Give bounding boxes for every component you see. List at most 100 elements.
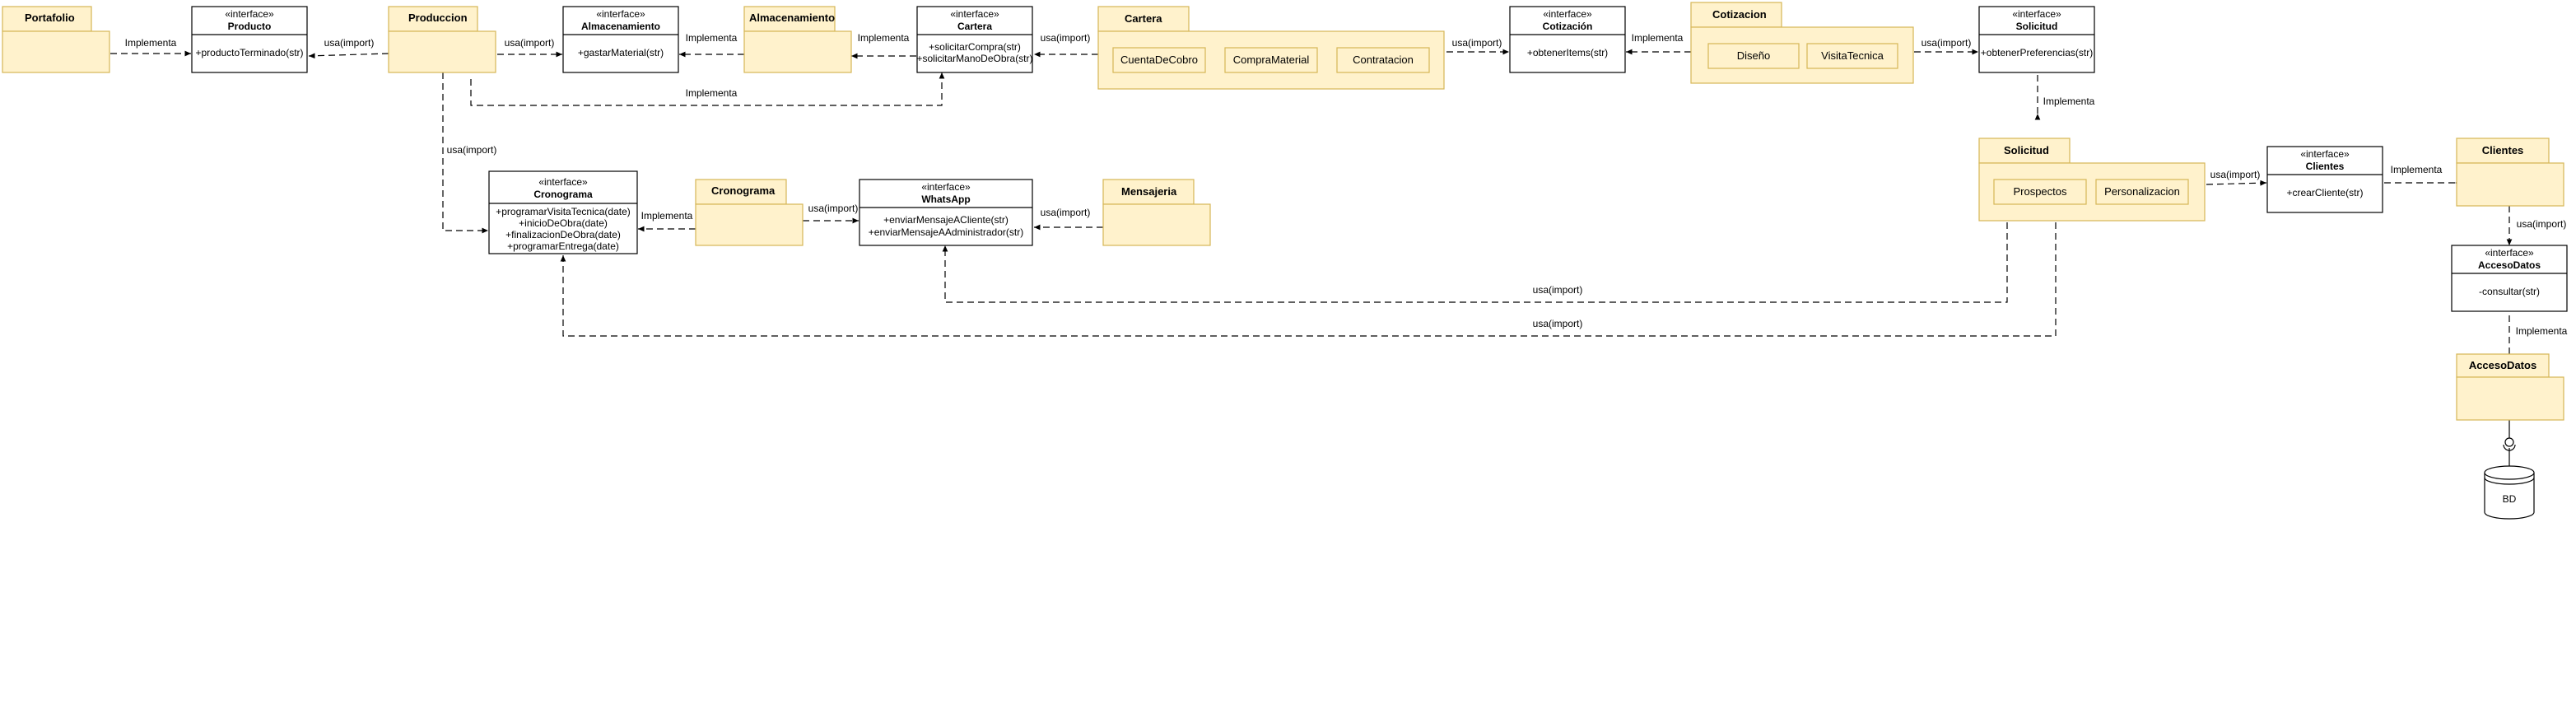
database-cylinder[interactable]: BD [2484, 465, 2535, 520]
interface-method: +programarVisitaTecnica(date) [496, 206, 631, 217]
connector-label-usa-import: usa(import) [2517, 218, 2567, 230]
interface-producto[interactable]: «interface» Producto +productoTerminado(… [191, 6, 308, 73]
connector-label-usa-import: usa(import) [1452, 37, 1502, 49]
interface-method: -consultar(str) [2479, 286, 2540, 297]
connector-label-implementa: Implementa [2391, 164, 2443, 175]
package-portafolio[interactable]: Portafolio [2, 6, 110, 73]
interface-name: AccesoDatos [2478, 259, 2541, 271]
package-title: Cartera [1125, 12, 1162, 25]
interface-stereotype: «interface» [950, 8, 999, 20]
interface-name: Almacenamiento [581, 21, 660, 32]
subpackage-label: CuentaDeCobro [1120, 54, 1198, 66]
subpackage-visitatecnica[interactable] [1806, 43, 1898, 69]
subpackage-label: Personalizacion [2104, 185, 2180, 198]
subpackage-label: Diseño [1737, 49, 1770, 62]
interface-name: Producto [228, 21, 272, 32]
package-accesodatos[interactable]: AccesoDatos [2456, 353, 2564, 421]
interface-method: +obtenerPreferencias(str) [1981, 47, 2093, 58]
connector-solicitud-whatsapp [942, 222, 2008, 303]
connector-label-implementa: Implementa [686, 87, 738, 99]
connector-label-usa-import: usa(import) [1041, 32, 1091, 44]
subpackage-diseno[interactable] [1707, 43, 1800, 69]
package-title: Produccion [408, 12, 468, 24]
package-cronograma[interactable]: Cronograma [695, 179, 804, 246]
package-clientes[interactable]: Clientes [2456, 138, 2564, 207]
interface-accesodatos[interactable]: «interface» AccesoDatos -consultar(str) [2451, 245, 2568, 312]
package-title: Cronograma [711, 184, 776, 197]
interface-name: Solicitud [2016, 21, 2058, 32]
subpackage-personalizacion[interactable] [2095, 179, 2189, 205]
connector-label-implementa: Implementa [641, 210, 693, 222]
interface-stereotype: «interface» [2485, 247, 2534, 259]
interface-name: Cotización [1543, 21, 1593, 32]
connector-label-usa-import: usa(import) [1533, 284, 1583, 296]
interface-name: Clientes [2306, 161, 2345, 172]
package-title: Portafolio [25, 12, 75, 24]
connector-label-implementa: Implementa [125, 37, 177, 49]
socket-icon [2504, 437, 2514, 447]
package-mensajeria[interactable]: Mensajeria [1102, 179, 1211, 246]
interface-method: +crearCliente(str) [2286, 187, 2363, 198]
package-title: Cotizacion [1712, 8, 1767, 21]
interface-cronograma[interactable]: «interface» Cronograma +programarVisitaT… [488, 170, 638, 254]
interface-stereotype: «interface» [225, 8, 274, 20]
interface-method: +enviarMensajeACliente(str) [883, 214, 1009, 226]
interface-method: +solicitarCompra(str) [929, 41, 1021, 53]
package-title: AccesoDatos [2469, 359, 2536, 371]
connector-produccion-producto [308, 53, 389, 59]
interface-almacenamiento[interactable]: «interface» Almacenamiento +gastarMateri… [562, 6, 679, 73]
connector-label-usa-import: usa(import) [2210, 169, 2261, 180]
connector-label-implementa: Implementa [858, 32, 910, 44]
connector-label-usa-import: usa(import) [1533, 318, 1583, 329]
package-title: Clientes [2482, 144, 2524, 156]
subpackage-contratacion[interactable] [1336, 47, 1430, 73]
package-title: Almacenamiento [749, 12, 835, 24]
connector-label-implementa: Implementa [1632, 32, 1684, 44]
connector-label-usa-import: usa(import) [1041, 207, 1091, 218]
connector-label-implementa: Implementa [686, 32, 738, 44]
subpackage-label: VisitaTecnica [1821, 49, 1884, 62]
package-title: Mensajeria [1121, 185, 1177, 198]
interface-method: +solicitarManoDeObra(str) [916, 53, 1032, 64]
package-almacenamiento[interactable]: Almacenamiento [743, 6, 852, 73]
connector-produccion-cronograma [442, 72, 488, 234]
interface-name: Cronograma [533, 189, 593, 200]
connector-label-usa-import: usa(import) [447, 144, 497, 156]
interface-whatsapp[interactable]: «interface» WhatsApp +enviarMensajeAClie… [859, 179, 1033, 246]
connector-label-usa-import: usa(import) [808, 203, 859, 214]
subpackage-cuentadecobro[interactable] [1112, 47, 1206, 73]
interface-method: +obtenerItems(str) [1527, 47, 1608, 58]
connector-label-implementa: Implementa [2043, 96, 2095, 107]
interface-name: Cartera [957, 21, 992, 32]
package-cotizacion[interactable]: Cotizacion Diseño VisitaTecnica [1690, 2, 1914, 84]
connectors: Implementa usa(import) usa(import) Imple… [110, 32, 2568, 466]
interface-solicitud[interactable]: «interface» Solicitud +obtenerPreferenci… [1978, 6, 2095, 73]
interface-method: +productoTerminado(str) [195, 47, 303, 58]
interface-method: +finalizacionDeObra(date) [505, 229, 621, 240]
package-title: Solicitud [2004, 144, 2049, 156]
interface-method: +programarEntrega(date) [507, 240, 619, 252]
database-label: BD [2503, 493, 2517, 505]
package-produccion[interactable]: Produccion [388, 6, 496, 73]
interface-method: +gastarMaterial(str) [578, 47, 664, 58]
connector-solicitud-cronograma [560, 222, 2057, 337]
interface-stereotype: «interface» [2300, 148, 2350, 160]
interface-method: +inicioDeObra(date) [519, 217, 608, 229]
interface-name: WhatsApp [921, 194, 970, 205]
interface-clientes[interactable]: «interface» Clientes +crearCliente(str) [2266, 146, 2383, 213]
subpackage-label: Contratacion [1353, 54, 1414, 66]
subpackage-label: Prospectos [2013, 185, 2067, 198]
package-solicitud[interactable]: Solicitud Prospectos Personalizacion [1978, 138, 2206, 222]
interface-method: +enviarMensajeAAdministrador(str) [869, 226, 1023, 238]
interface-cotizacion[interactable]: «interface» Cotización +obtenerItems(str… [1509, 6, 1626, 73]
subpackage-prospectos[interactable] [1993, 179, 2087, 205]
connector-label-usa-import: usa(import) [505, 37, 555, 49]
connector-label-usa-import: usa(import) [324, 37, 375, 49]
subpackage-compramaterial[interactable] [1224, 47, 1318, 73]
connector-produccion-cartera [470, 72, 945, 106]
interface-stereotype: «interface» [921, 181, 971, 193]
package-cartera[interactable]: Cartera CuentaDeCobro CompraMaterial Con… [1097, 6, 1445, 90]
interface-stereotype: «interface» [2012, 8, 2061, 20]
interface-cartera[interactable]: «interface» Cartera +solicitarCompra(str… [916, 6, 1033, 73]
